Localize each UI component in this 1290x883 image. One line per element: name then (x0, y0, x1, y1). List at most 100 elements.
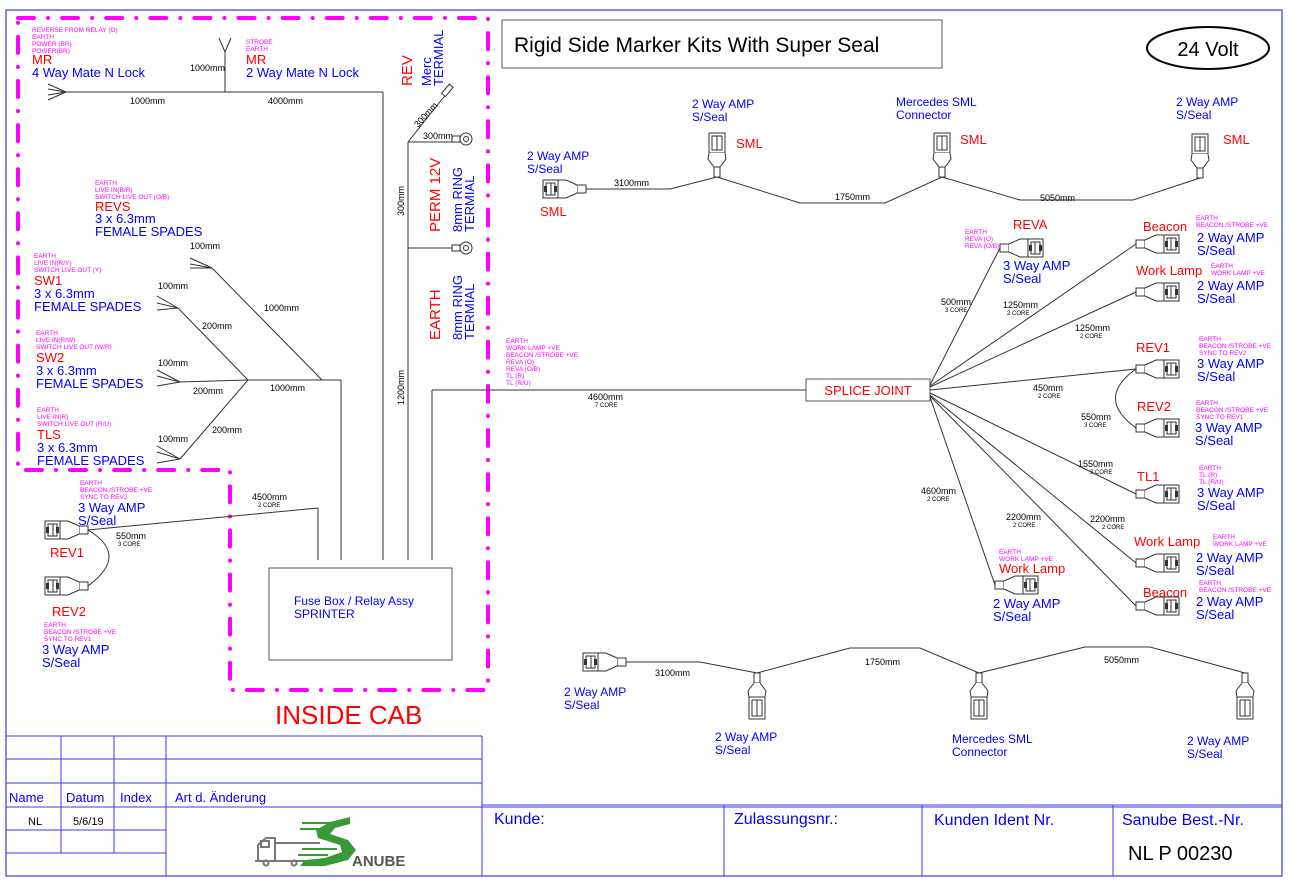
sml-n3-type: S/Seal (1187, 747, 1222, 761)
earth-type: TERMIAL (462, 284, 477, 340)
mr4-pin: POWER (BR) (32, 41, 72, 48)
sml-end-type: 2 Way AMP (527, 149, 589, 163)
rev2-connector-icon (44, 576, 89, 596)
length-label: 550mm (116, 531, 146, 541)
rev1-pin: EARTH (1199, 336, 1221, 343)
cell-name: NL (28, 816, 42, 828)
mercedes-sml-connector-icon (969, 672, 989, 720)
fuse-box-label: SPRINTER (294, 607, 355, 621)
tl1-pin: TL (R) (1199, 472, 1217, 479)
tls-name: TLS (37, 427, 61, 442)
cab-harness: REVERSE FROM RELAY (O) EARTH POWER (BR) … (32, 27, 806, 560)
sml-end-type: S/Seal (564, 698, 599, 712)
tl1-connector-icon (1135, 484, 1180, 504)
beacon-pin: EARTH (1199, 580, 1221, 587)
inside-cab-label: INSIDE CAB (275, 700, 422, 730)
drawing-title: Rigid Side Marker Kits With Super Seal (514, 34, 879, 57)
length-label: 200mm (202, 321, 232, 331)
zulassungsnr-label: Zulassungsnr.: (734, 811, 838, 828)
length-label: 1750mm (865, 657, 900, 667)
length-label: 4500mm (252, 492, 287, 502)
length-label: 200mm (193, 386, 223, 396)
tl1-type: 3 Way AMP (1197, 485, 1264, 500)
sml-connector-icon (1190, 133, 1210, 179)
fuse-box (268, 567, 453, 661)
work-lamp-connector-icon (1135, 553, 1180, 573)
part-number: NL P 00230 (1128, 843, 1233, 865)
length-label: 550mm (1081, 412, 1111, 422)
length-label: 1000mm (130, 96, 165, 106)
sml-connector-icon (542, 179, 587, 199)
length-label: 1000mm (190, 63, 225, 73)
sml-n1-name: SML (736, 136, 763, 151)
work-lamp-type: S/Seal (1196, 563, 1234, 578)
tls-pin: SWITCH LIVE OUT (R/U) (37, 421, 111, 428)
sw1-pin: EARTH (34, 253, 56, 260)
rev1-type: 3 Way AMP (1197, 356, 1264, 371)
inside-cab-boundary (16, 16, 490, 692)
feed-pin: TL (R/U) (506, 380, 531, 387)
logo-s-mark (298, 817, 356, 866)
length-label: 1000mm (270, 383, 305, 393)
sml-end-name: SML (540, 204, 567, 219)
rev2-name: REV2 (52, 604, 86, 619)
beacon-pin: BEACON /STROBE +VE (1196, 222, 1269, 229)
length-label: 4600mm (921, 486, 956, 496)
core-label: 2 CORE (1013, 523, 1035, 529)
kunden-ident-label: Kunden Ident Nr. (934, 812, 1054, 829)
rev-terminal-name: REV (399, 55, 416, 86)
beacon-pin: BEACON /STROBE +VE (1199, 587, 1272, 594)
core-label: 2 CORE (1007, 311, 1029, 317)
mr4-pin: POWER(BR) (32, 48, 70, 55)
rev1-type: S/Seal (1197, 369, 1235, 384)
rev2-pin: BEACON /STROBE +VE (1196, 407, 1269, 414)
mr4-name: MR (32, 52, 52, 67)
mr2-pin: EARTH (246, 46, 268, 53)
work-lamp-pin: EARTH (999, 549, 1021, 556)
rev2-connector-icon (1135, 418, 1180, 438)
rev2-type: 3 Way AMP (1195, 420, 1262, 435)
tl1-pin: TL (R/U) (1199, 479, 1224, 486)
work-lamp-name: Work Lamp (999, 561, 1065, 576)
sml-end-type: 2 Way AMP (564, 685, 626, 699)
fuse-box-label: Fuse Box / Relay Assy (294, 594, 414, 608)
earth-name: EARTH (427, 289, 444, 340)
length-label: 300mm (423, 131, 453, 141)
length-label: 1550mm (1078, 459, 1113, 469)
sml-n2-type: Mercedes SML (896, 95, 977, 109)
reva-connector-icon (999, 238, 1044, 258)
sw2-pin: LIVE IN(R/W) (36, 337, 75, 344)
tl1-type: S/Seal (1197, 498, 1235, 513)
reva-pin: EARTH (965, 229, 987, 236)
sml-connector-icon (1235, 672, 1255, 720)
revs-pin: EARTH (95, 180, 117, 187)
sw2-name: SW2 (36, 350, 64, 365)
work-lamp-name: Work Lamp (1136, 263, 1202, 278)
length-label: 1250mm (1075, 323, 1110, 333)
sw1-type: 3 x 6.3mm (34, 286, 95, 301)
sml-n1-type: 2 Way AMP (715, 730, 777, 744)
core-label: 2 CORE (1080, 334, 1102, 340)
length-label: 200mm (212, 425, 242, 435)
rev1-pin: SYNC TO REV2 (80, 494, 128, 501)
sw2-pin: EARTH (36, 330, 58, 337)
reva-pin: REVA (O) (965, 236, 993, 243)
logo-text: ANUBE (352, 853, 405, 870)
mr4-pin: EARTH (32, 34, 54, 41)
kunde-label: Kunde: (494, 811, 545, 828)
feed-pin: TL (R) (506, 373, 524, 380)
revs-type: 3 x 6.3mm (95, 211, 156, 226)
core-label: 7 CORE (595, 403, 617, 409)
length-label: 300mm (412, 100, 440, 129)
length-label: 1250mm (1003, 300, 1038, 310)
beacon-pin: EARTH (1196, 215, 1218, 222)
work-lamp-type: 2 Way AMP (993, 596, 1060, 611)
rev2-name: REV2 (1137, 399, 1171, 414)
beacon-connector-icon (1135, 234, 1180, 254)
rev2-type: S/Seal (1195, 433, 1233, 448)
work-lamp-connector-icon (1135, 282, 1180, 302)
beacon-type: S/Seal (1197, 243, 1235, 258)
rev1-pin: BEACON /STROBE +VE (80, 487, 153, 494)
sml-n2-type: Connector (952, 745, 1007, 759)
sml-connector-icon (747, 672, 767, 720)
